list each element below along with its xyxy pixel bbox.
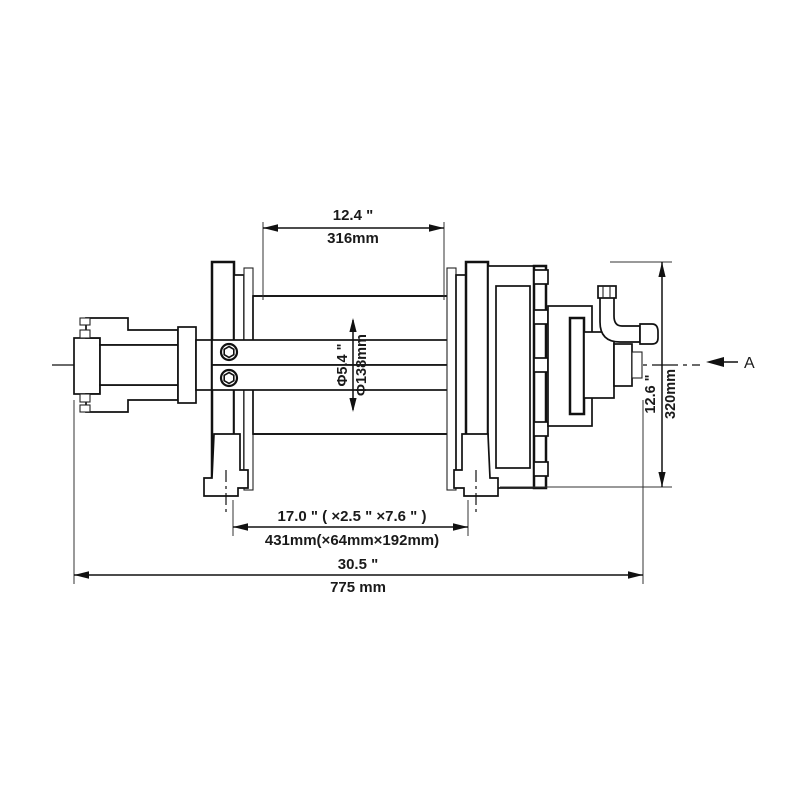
bolt-hex-socket: [223, 371, 235, 385]
mount-arrow-right: [453, 523, 468, 531]
right-flange-outer-rim: [446, 267, 457, 491]
drum-diameter-imperial-label: Φ5.4 ": [335, 344, 351, 387]
shaft-end-cap: [73, 337, 101, 395]
overall-height-metric-label: 320mm: [663, 369, 679, 419]
elbow-pipe-body: [599, 295, 641, 343]
bolt-tab: [533, 269, 549, 285]
bolt-tab: [533, 461, 549, 477]
overall-height-imperial-label: 12.6 ": [643, 374, 659, 413]
drum-width-imperial-label: 12.4 ": [333, 207, 373, 224]
mount-pattern-metric-label: 431mm(×64mm×192mm): [265, 532, 439, 549]
gearbox-housing: [487, 264, 549, 490]
motor-shaft-housing: [583, 331, 615, 399]
height-arrow-bottom: [658, 472, 666, 487]
height-arrow-top: [658, 262, 666, 277]
gearbox-face-plate: [532, 264, 548, 490]
shaft-neck: [195, 339, 213, 391]
bolt-tab: [533, 421, 549, 437]
overall-arrow-left: [74, 571, 89, 579]
gearbox-bolt-tabs: [533, 269, 549, 477]
bolt-left-lower: [219, 368, 239, 388]
drum-diameter-metric-label: Φ138mm: [354, 334, 370, 396]
shaft-upper-arm: [85, 317, 179, 346]
overall-length-imperial-label: 30.5 ": [338, 556, 378, 573]
motor-nose-cone: [613, 343, 633, 387]
dimension-overall-height: 12.6 " 320mm: [500, 261, 679, 488]
bolt-left-upper: [219, 342, 239, 362]
left-foot-body: [203, 433, 249, 497]
drum-diameter-arrow-top: [349, 318, 357, 332]
bolt-hex-socket: [223, 345, 235, 359]
section-arrow-label: A: [744, 355, 755, 372]
section-arrow-head: [706, 357, 724, 367]
mount-arrow-left: [233, 523, 248, 531]
section-view-arrow-a: A: [706, 355, 755, 372]
hydraulic-motor: [547, 305, 643, 427]
hydraulic-elbow-fitting: [597, 285, 659, 345]
dimension-drum-diameter: Φ5.4 " Φ138mm: [335, 318, 370, 412]
drum-width-arrow-right: [429, 224, 444, 232]
left-mounting-foot: [203, 433, 249, 512]
motor-end-plate: [568, 316, 586, 416]
dimension-drum-width: 12.4 " 316mm: [262, 207, 445, 300]
drum-width-metric-label: 316mm: [327, 230, 379, 247]
overall-arrow-right: [628, 571, 643, 579]
drum-diameter-arrow-bottom: [349, 398, 357, 412]
gearbox-inner-block: [495, 285, 531, 469]
shaft-lower-arm: [85, 384, 179, 413]
shaft-barrel: [99, 344, 179, 386]
elbow-upper-port: [597, 285, 617, 299]
shaft-collar: [177, 326, 197, 404]
drum-width-arrow-left: [263, 224, 278, 232]
shaft-cap-tab-bottom2: [79, 393, 91, 403]
overall-length-metric-label: 775 mm: [330, 579, 386, 596]
shaft-cap-tab-top: [79, 317, 91, 326]
elbow-outlet-boss: [639, 323, 659, 345]
bolt-tab: [533, 309, 549, 325]
dimension-overall-length: 30.5 " 775 mm: [73, 400, 644, 596]
right-mounting-foot: [453, 433, 499, 512]
motor-nose-tip: [631, 351, 643, 379]
bolt-tab: [533, 357, 549, 373]
right-foot-body: [453, 433, 499, 497]
shaft-cap-tab-top2: [79, 329, 91, 339]
dimension-mounting-pattern: 17.0 " ( ×2.5 " ×7.6 " ) 431mm(×64mm×192…: [232, 500, 469, 549]
mount-pattern-imperial-label: 17.0 " ( ×2.5 " ×7.6 " ): [278, 508, 427, 525]
drive-shaft-end: [73, 317, 213, 413]
shaft-cap-tab-bottom: [79, 404, 91, 413]
